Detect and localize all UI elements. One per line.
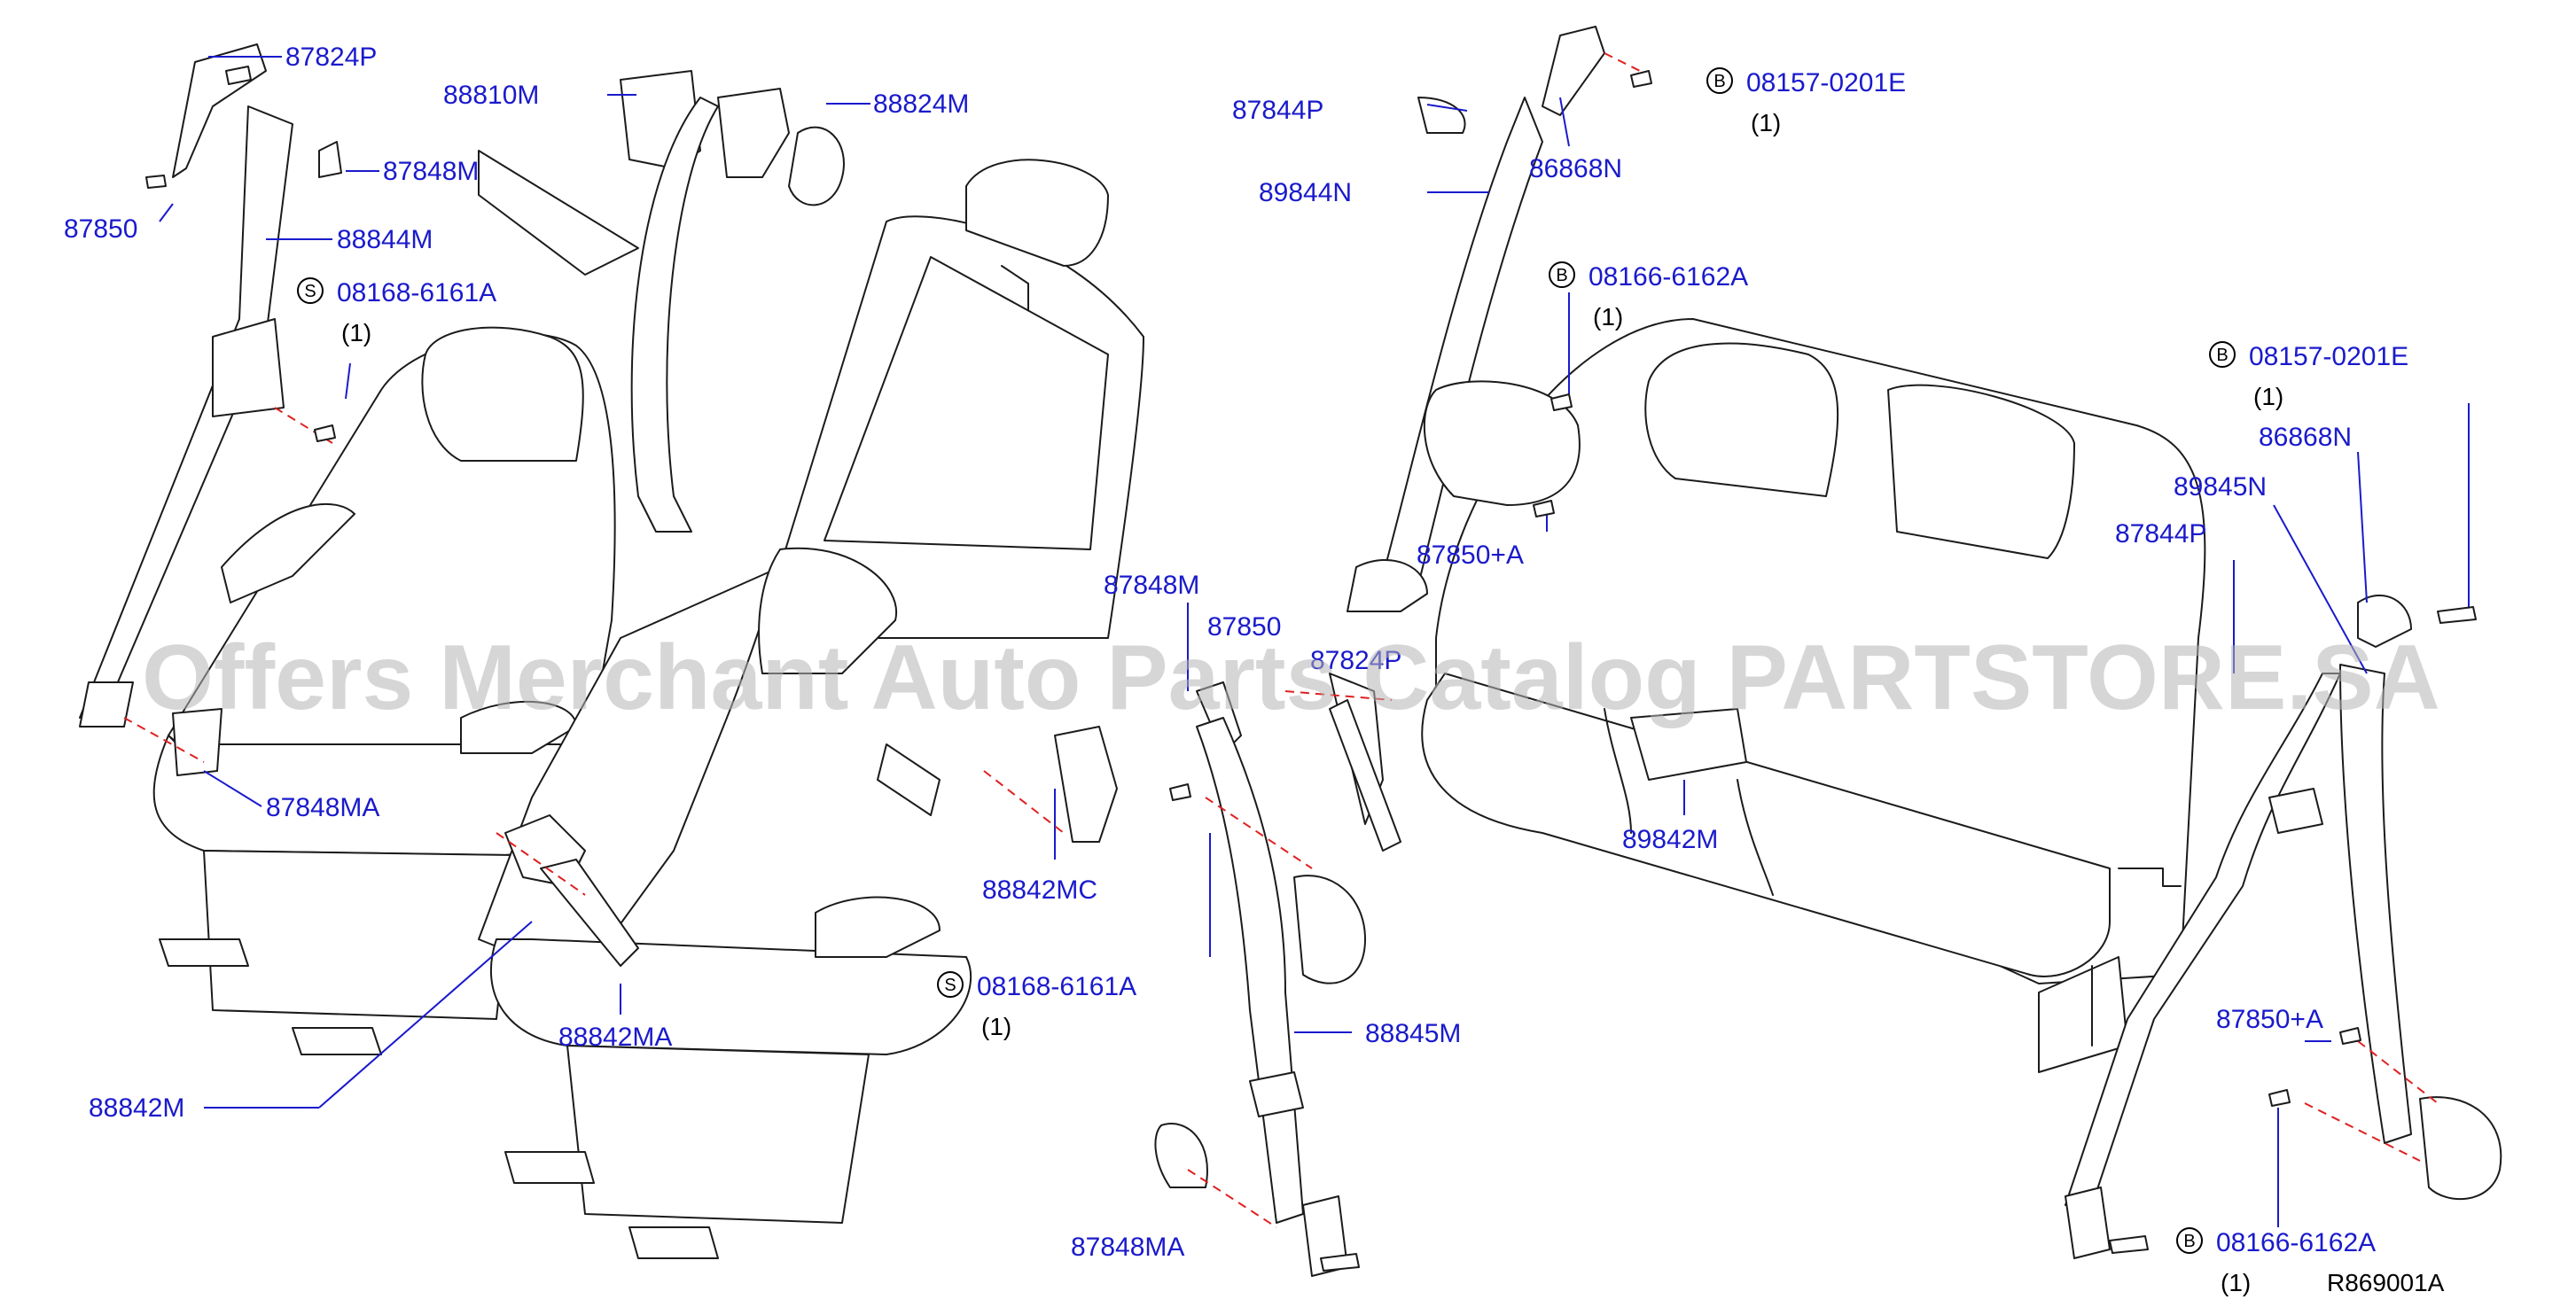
belt-center-lower bbox=[504, 726, 1118, 967]
part-callout-08166-6162a-right[interactable]: B 08166-6162A (1) bbox=[2176, 1227, 2376, 1296]
part-label-87848m-mid[interactable]: 87848M bbox=[1104, 571, 1199, 600]
part-label-89842m[interactable]: 89842M bbox=[1622, 825, 1718, 854]
belt-middle-assembly bbox=[1154, 673, 1401, 1277]
part-label-08166-6162a[interactable]: 08166-6162A bbox=[2216, 1228, 2376, 1257]
qty-label: (1) bbox=[341, 319, 371, 346]
part-label-88844m[interactable]: 88844M bbox=[337, 225, 433, 254]
part-label-87844p[interactable]: 87844P bbox=[1232, 96, 1323, 125]
part-callout-08168-6161a-mid[interactable]: S 08168-6161A (1) bbox=[937, 971, 1136, 1040]
belt-center-upper bbox=[478, 70, 845, 533]
part-label-87850-a[interactable]: 87850+A bbox=[1417, 541, 1524, 570]
part-label-88842mc[interactable]: 88842MC bbox=[982, 875, 1097, 905]
bolt-icon bbox=[314, 424, 336, 442]
part-label-87824p[interactable]: 87824P bbox=[285, 43, 377, 72]
part-label-89845n[interactable]: 89845N bbox=[2174, 472, 2267, 502]
part-label-88824m[interactable]: 88824M bbox=[873, 89, 969, 119]
bolt-icon bbox=[1169, 783, 1191, 801]
bolt-icon bbox=[1630, 70, 1652, 88]
part-callout-08168-6161a-left[interactable]: S 08168-6161A (1) bbox=[297, 277, 496, 346]
left-front-seat bbox=[152, 326, 621, 1055]
qty-label: (1) bbox=[981, 1013, 1011, 1040]
prefix-letter: S bbox=[304, 282, 316, 301]
belt-right-upper bbox=[1347, 26, 1605, 612]
part-label-08168-6161a[interactable]: 08168-6161A bbox=[337, 278, 496, 307]
prefix-circle-icon bbox=[1549, 261, 1575, 288]
part-label-87850[interactable]: 87850 bbox=[64, 214, 137, 244]
dashed-leaders bbox=[123, 52, 2439, 1228]
bolt-icon bbox=[1533, 500, 1555, 517]
part-callout-08157-0201e-top[interactable]: B 08157-0201E (1) bbox=[1706, 67, 1906, 136]
rear-bench-seat bbox=[1421, 318, 2206, 1073]
part-label-87848ma[interactable]: 87848MA bbox=[266, 793, 379, 822]
prefix-circle-icon bbox=[2209, 341, 2236, 368]
part-label-08157-0201e[interactable]: 08157-0201E bbox=[2249, 342, 2408, 371]
qty-label: (1) bbox=[2253, 383, 2283, 410]
bolt-icon bbox=[1550, 393, 1573, 411]
leader-lines bbox=[159, 56, 2470, 1227]
belt-right-lower bbox=[1630, 594, 2502, 1259]
part-label-87848ma-mid[interactable]: 87848MA bbox=[1071, 1233, 1184, 1262]
part-callout-08166-6162a-top[interactable]: B 08166-6162A (1) bbox=[1549, 261, 1748, 331]
part-label-87850-mid[interactable]: 87850 bbox=[1207, 612, 1281, 642]
qty-label: (1) bbox=[1751, 109, 1781, 136]
bolt-icon bbox=[2109, 1235, 2149, 1254]
prefix-letter: B bbox=[1556, 266, 1567, 285]
bolt-icon bbox=[2268, 1089, 2291, 1107]
part-label-86868n-right[interactable]: 86868N bbox=[2259, 423, 2352, 452]
bolt-icon bbox=[225, 66, 252, 85]
bolt-icon bbox=[145, 175, 167, 189]
bolt-icon bbox=[2437, 606, 2477, 624]
prefix-letter: B bbox=[2183, 1232, 2195, 1251]
part-label-87824p-mid[interactable]: 87824P bbox=[1310, 646, 1401, 675]
diagram-reference-code: R869001A bbox=[2327, 1269, 2445, 1296]
prefix-letter: B bbox=[2216, 346, 2228, 365]
prefix-letter: B bbox=[1713, 72, 1725, 91]
part-labels: 87824P 88810M 88824M 87848M 87850 88844M… bbox=[64, 43, 2445, 1296]
prefix-circle-icon bbox=[1706, 67, 1733, 94]
part-label-08157-0201e[interactable]: 08157-0201E bbox=[1746, 68, 1906, 97]
part-label-89844n[interactable]: 89844N bbox=[1259, 178, 1352, 207]
part-callout-08157-0201e-right[interactable]: B 08157-0201E (1) bbox=[2209, 341, 2408, 410]
bolt-icon bbox=[1320, 1253, 1360, 1272]
part-label-08166-6162a[interactable]: 08166-6162A bbox=[1589, 262, 1748, 292]
bolts bbox=[145, 66, 2477, 1272]
part-label-88842m[interactable]: 88842M bbox=[89, 1093, 184, 1123]
part-label-87850-a-right[interactable]: 87850+A bbox=[2216, 1005, 2323, 1034]
prefix-circle-icon bbox=[2176, 1227, 2203, 1254]
part-label-88845m[interactable]: 88845M bbox=[1365, 1019, 1461, 1048]
prefix-circle-icon bbox=[937, 971, 964, 998]
bolt-icon bbox=[2339, 1027, 2361, 1045]
part-label-08168-6161a[interactable]: 08168-6161A bbox=[977, 972, 1136, 1001]
part-label-86868n[interactable]: 86868N bbox=[1529, 154, 1622, 183]
part-label-88810m[interactable]: 88810M bbox=[443, 81, 539, 110]
prefix-letter: S bbox=[944, 976, 956, 995]
part-label-87844p-right[interactable]: 87844P bbox=[2115, 519, 2206, 549]
part-label-88842ma[interactable]: 88842MA bbox=[558, 1023, 672, 1052]
part-label-87848m[interactable]: 87848M bbox=[383, 157, 479, 186]
qty-label: (1) bbox=[1593, 303, 1623, 331]
watermark-text: Offers Merchant Auto Parts Catalog PARTS… bbox=[142, 626, 2440, 729]
prefix-circle-icon bbox=[297, 277, 324, 304]
qty-label: (1) bbox=[2221, 1269, 2251, 1296]
